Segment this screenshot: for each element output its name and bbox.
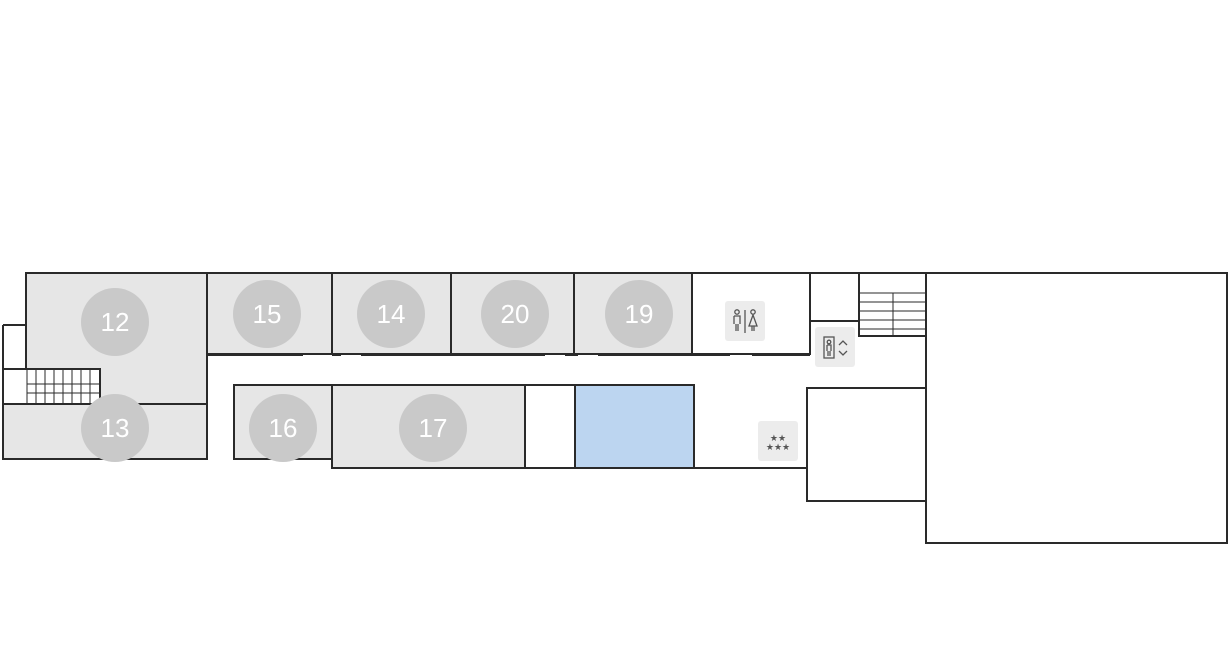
highlighted-room[interactable] bbox=[574, 384, 695, 469]
stairs-right bbox=[858, 272, 927, 337]
stairs-left bbox=[2, 368, 101, 405]
svg-text:15: 15 bbox=[253, 299, 282, 329]
svg-text:16: 16 bbox=[269, 413, 298, 443]
elevator-icon[interactable] bbox=[815, 327, 855, 367]
badge-15[interactable]: 15 bbox=[233, 280, 301, 348]
restroom-icon[interactable] bbox=[725, 301, 765, 341]
large-hall[interactable] bbox=[925, 272, 1228, 544]
elevator-shaft bbox=[809, 272, 860, 322]
corridor-closet bbox=[524, 384, 576, 469]
badge-20[interactable]: 20 bbox=[481, 280, 549, 348]
svg-text:20: 20 bbox=[501, 299, 530, 329]
hotel-rating-icon[interactable]: ★★ ★★★ bbox=[758, 421, 798, 461]
svg-text:17: 17 bbox=[419, 413, 448, 443]
badge-13[interactable]: 13 bbox=[81, 394, 149, 462]
corridor-top-wall bbox=[207, 321, 811, 356]
lounge-area-wall bbox=[693, 385, 807, 469]
badge-19[interactable]: 19 bbox=[605, 280, 673, 348]
side-room-right[interactable] bbox=[806, 387, 927, 502]
badge-14[interactable]: 14 bbox=[357, 280, 425, 348]
badge-17[interactable]: 17 bbox=[399, 394, 467, 462]
svg-text:13: 13 bbox=[101, 413, 130, 443]
svg-text:★★★: ★★★ bbox=[766, 443, 790, 453]
svg-text:12: 12 bbox=[101, 307, 130, 337]
svg-text:14: 14 bbox=[377, 299, 406, 329]
badge-16[interactable]: 16 bbox=[249, 394, 317, 462]
svg-text:19: 19 bbox=[625, 299, 654, 329]
svg-text:★★: ★★ bbox=[770, 434, 786, 444]
badge-12[interactable]: 12 bbox=[81, 288, 149, 356]
